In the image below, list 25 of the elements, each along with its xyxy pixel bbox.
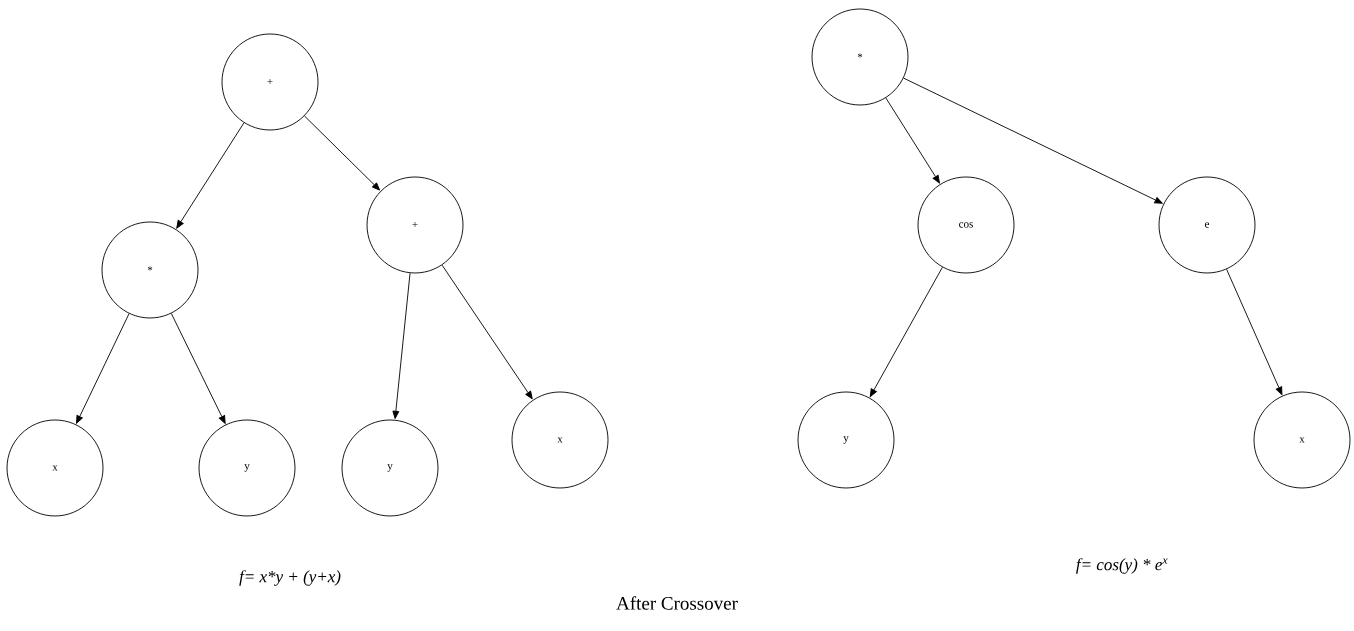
tree-node: * xyxy=(101,221,199,319)
formula-text: f= cos(y) * e$^{x}$ xyxy=(1076,558,1168,574)
tree-node: y xyxy=(797,391,895,489)
arrow xyxy=(1226,268,1283,395)
arrow xyxy=(441,264,533,400)
arrow xyxy=(176,122,245,229)
arrow xyxy=(885,97,940,184)
arrow xyxy=(869,266,943,398)
tree-node: cos xyxy=(917,176,1015,274)
tree-node: x xyxy=(6,419,104,517)
tree-node: x xyxy=(511,391,609,489)
arrow xyxy=(903,77,1163,204)
tree-node: + xyxy=(366,176,464,274)
arrow xyxy=(170,313,226,424)
tree-node: e xyxy=(1158,176,1256,274)
tree-node: y xyxy=(341,419,439,517)
tree-node: + xyxy=(221,33,319,131)
tree-node: * xyxy=(811,8,909,106)
arrow xyxy=(76,313,130,424)
formula-text: f= x*y + (y+x) xyxy=(239,570,341,586)
arrow xyxy=(304,115,381,191)
caption-text: After Crossover xyxy=(616,596,738,610)
arrow xyxy=(392,272,411,419)
tree-node: y xyxy=(198,419,296,517)
tree-node: x xyxy=(1253,391,1351,489)
